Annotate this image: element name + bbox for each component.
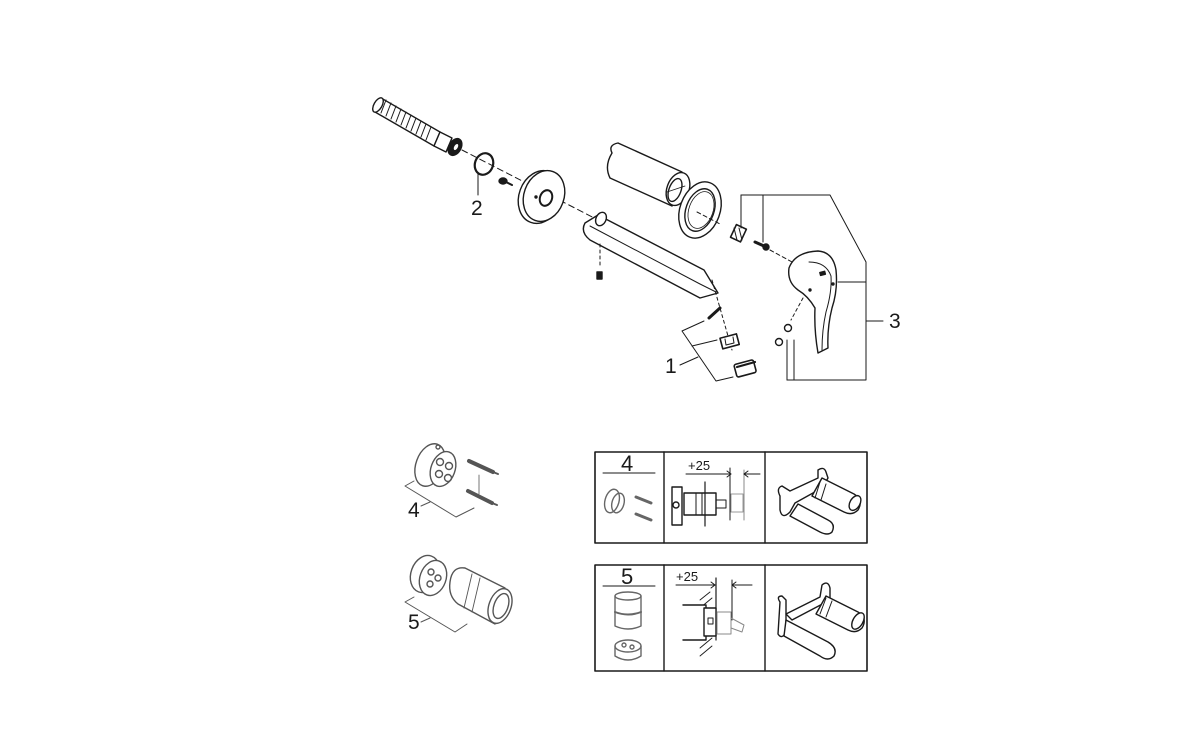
cover-sleeve <box>606 142 691 207</box>
spout <box>582 211 719 299</box>
aerator-set <box>707 279 757 378</box>
install-panel-4-rough-in-valve <box>777 467 862 535</box>
handle-cap-nuts <box>774 323 793 347</box>
callout-label-1: 1 <box>665 355 677 378</box>
assembly-axis-line <box>461 149 603 223</box>
callout-label-2: 2 <box>471 197 483 220</box>
handle-axis-line <box>769 249 793 263</box>
threaded-extension-pipe <box>372 97 463 157</box>
install-panel-5-label: 5 <box>621 564 634 589</box>
callout-1-bracket <box>679 320 734 382</box>
install-panel-4-dimension: +25 <box>688 458 711 473</box>
callout-label-5: 5 <box>408 611 420 634</box>
callout-4-bracket <box>404 480 475 518</box>
part-4-flange <box>414 443 457 488</box>
callout-3-bracket <box>740 194 884 381</box>
install-panel-5-dimension: +25 <box>676 569 699 584</box>
part-4-screws <box>466 459 499 506</box>
handle-adapter <box>729 223 748 243</box>
install-panel-5-rough-in-valve <box>777 582 865 660</box>
callout-label-3: 3 <box>889 310 901 333</box>
grub-screw <box>498 177 513 186</box>
handle-screw <box>753 240 770 251</box>
install-panel-4-label: 4 <box>621 451 634 476</box>
part-5-cartridge-disc <box>409 554 448 597</box>
callout-5-bracket <box>404 596 468 633</box>
callout-label-4: 4 <box>408 499 420 522</box>
part-5-extension-sleeve <box>448 567 513 625</box>
cover-ring <box>678 181 722 239</box>
o-ring <box>473 152 495 196</box>
lever-handle <box>788 250 838 354</box>
wall-rosette <box>517 169 566 225</box>
